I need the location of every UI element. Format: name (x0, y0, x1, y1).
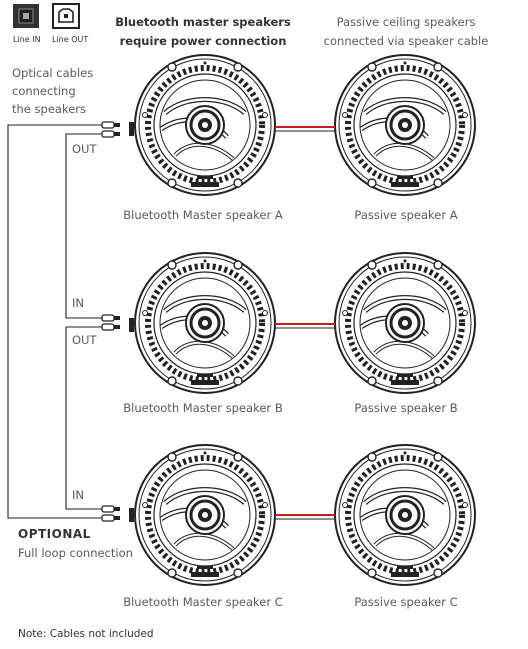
optical-jack-icon (101, 505, 121, 513)
passive-speaker-a-icon (335, 55, 475, 195)
connector-block-b (129, 318, 134, 332)
optical-cables-label-2: connecting (12, 84, 76, 98)
passive-speaker-c-label: Passive speaker C (354, 595, 458, 609)
passive-speaker-b-label: Passive speaker B (354, 401, 458, 415)
line-in-port-icon (13, 4, 39, 28)
speaker-cable-c (275, 514, 335, 520)
optional-title: OPTIONAL (18, 527, 91, 541)
master-speakers-heading-1: Bluetooth master speakers (115, 15, 291, 29)
out-label-a: OUT (72, 142, 97, 156)
line-in-label: Line IN (13, 35, 41, 44)
passive-speaker-a-label: Passive speaker A (354, 208, 458, 222)
passive-speaker-c-icon (335, 445, 475, 585)
speaker-cable-a (275, 126, 335, 132)
optical-jack-icon (101, 314, 121, 322)
passive-speaker-b-icon (335, 253, 475, 393)
master-speaker-b-icon (135, 253, 275, 393)
master-speakers-heading-2: require power connection (119, 34, 287, 48)
connector-block-a (129, 122, 134, 136)
in-label-b: IN (72, 296, 84, 310)
cables-note: Note: Cables not included (18, 628, 154, 640)
master-speaker-b-label: Bluetooth Master speaker B (123, 401, 283, 415)
line-out-label: Line OUT (52, 35, 89, 44)
optical-cables-label-3: the speakers (12, 102, 86, 116)
master-speaker-c-icon (135, 445, 275, 585)
connector-block-c (129, 508, 134, 522)
optical-cables-label-1: Optical cables (12, 66, 94, 80)
master-speaker-a-icon (135, 55, 275, 195)
optical-cables (7, 124, 102, 519)
passive-speakers-heading-1: Passive ceiling speakers (336, 15, 476, 29)
master-speaker-a-label: Bluetooth Master speaker A (123, 208, 283, 222)
master-speaker-c-label: Bluetooth Master speaker C (123, 595, 283, 609)
out-label-b: OUT (72, 333, 97, 347)
optical-jack-icon (101, 323, 121, 331)
line-out-port-icon (52, 3, 80, 29)
passive-speakers-heading-2: connected via speaker cable (323, 34, 489, 48)
optical-jack-icon (101, 514, 121, 522)
optical-jack-icon (101, 130, 121, 138)
optional-subtitle: Full loop connection (18, 546, 133, 560)
optical-jack-icon (101, 121, 121, 129)
in-label-c: IN (72, 488, 84, 502)
speaker-cable-b (275, 323, 335, 329)
